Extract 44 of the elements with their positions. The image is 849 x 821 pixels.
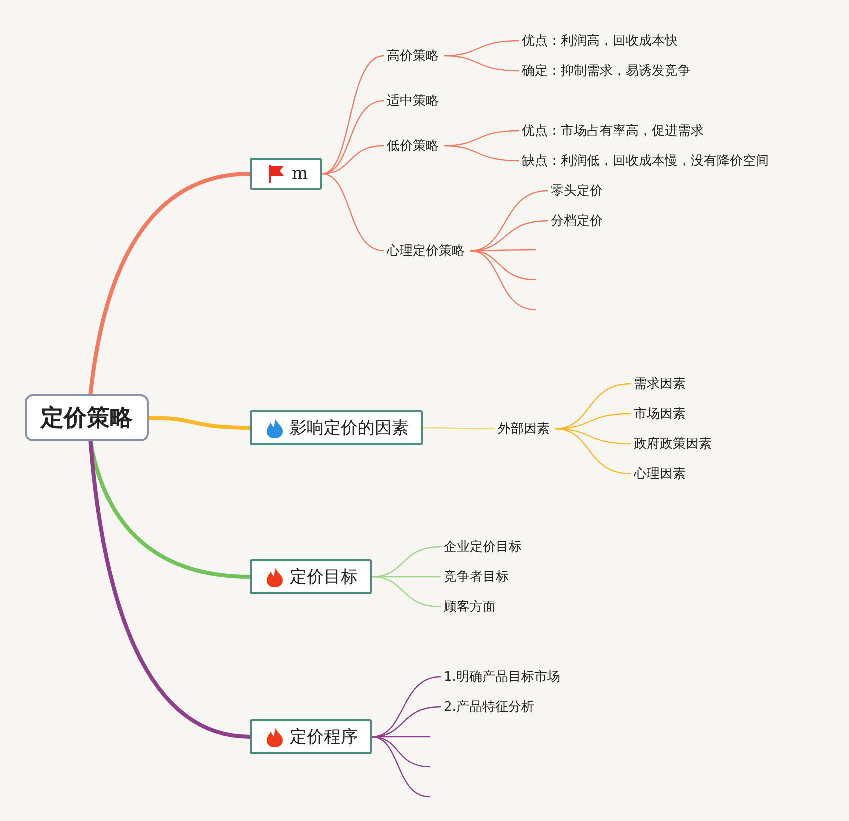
branch-line — [372, 676, 442, 738]
branch-line — [444, 55, 520, 72]
subtopic-label: 竞争者目标 — [441, 566, 512, 588]
topic-box — [250, 410, 423, 446]
subtopic-label: 优点：市场占有率高，促进需求 — [519, 120, 707, 142]
subtopic-label: 高价策略 — [384, 45, 442, 67]
subtopic-label: 心理因素 — [631, 463, 689, 485]
subtopic-label: 外部因素 — [495, 418, 553, 440]
subtopic-label: 适中策略 — [384, 90, 442, 112]
branch-line — [148, 416, 250, 430]
subtopic-label: 分档定价 — [548, 210, 606, 232]
topic-box — [250, 720, 372, 754]
branch-line — [322, 145, 384, 175]
subtopic-label: 企业定价目标 — [441, 536, 525, 558]
branch-line — [88, 441, 250, 739]
subtopic-label: 优点：利润高，回收成本快 — [519, 30, 681, 52]
branch-line — [88, 172, 250, 395]
subtopic-label: 确定：抑制需求，易诱发竞争 — [519, 60, 694, 82]
branch-line — [423, 427, 495, 430]
subtopic-label: 缺点：利润低，回收成本慢，没有降价空间 — [519, 150, 772, 172]
topic-label: 定价程序 — [290, 726, 358, 748]
branch-line — [322, 173, 384, 252]
subtopic-label: 低价策略 — [384, 135, 442, 157]
branch-line — [322, 100, 384, 175]
branch-line — [372, 736, 430, 798]
subtopic-label: 2.产品特征分析 — [441, 696, 538, 718]
topic-label: m — [292, 164, 308, 184]
subtopic-label: 1.明确产品目标市场 — [441, 666, 564, 688]
subtopic-label: 政府政策因素 — [631, 433, 715, 455]
subtopic-label: 零头定价 — [548, 180, 606, 202]
subtopic-label: 顾客方面 — [441, 596, 499, 618]
topic-label: 影响定价的因素 — [290, 418, 409, 440]
subtopic-label: 需求因素 — [631, 373, 689, 395]
topic-box — [250, 158, 322, 190]
subtopic-label: 市场因素 — [631, 403, 689, 425]
branch-line — [470, 250, 536, 311]
central-topic-box: 定价策略 — [25, 394, 149, 442]
branch-line — [372, 576, 442, 608]
topic-label: 定价目标 — [290, 566, 358, 588]
branch-line — [322, 55, 384, 175]
subtopic-label: 心理定价策略 — [384, 240, 468, 262]
branch-line — [554, 428, 632, 475]
topic-box — [250, 560, 372, 594]
branch-line — [444, 145, 520, 162]
